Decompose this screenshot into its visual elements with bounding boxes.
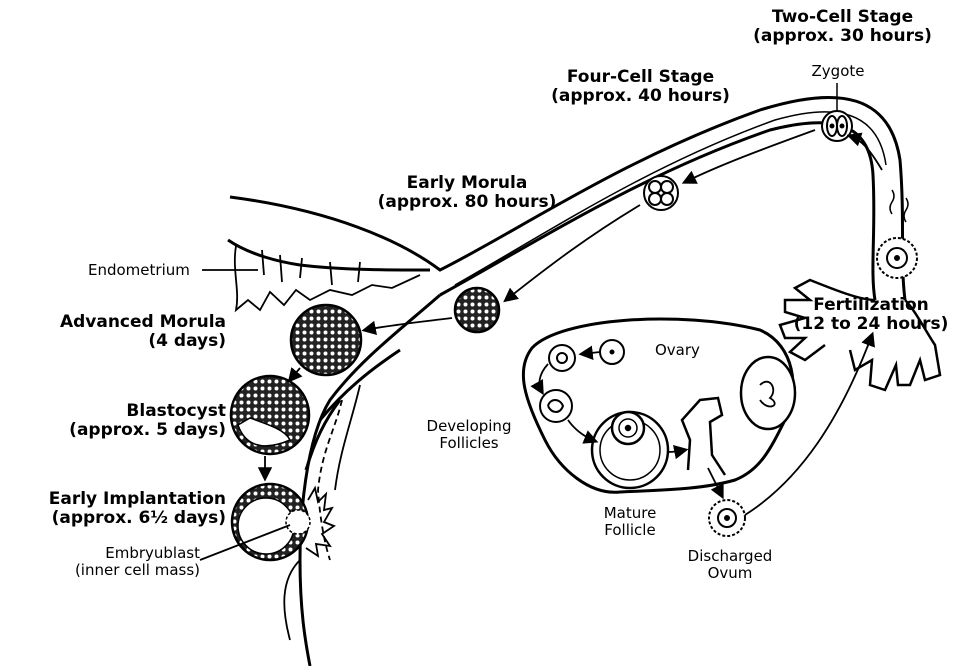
ruptured-follicle [682,398,725,475]
advanced-morula-label: Advanced Morula (4 days) [0,313,226,351]
developing-follicles-label: Developing Follicles [416,418,522,452]
early-morula-title: Early Morula [372,174,562,193]
early-implantation-time: (approx. 6½ days) [0,509,226,528]
early-implantation-title: Early Implantation [0,490,226,509]
fertilization-time: (12 to 24 hours) [778,315,964,334]
discharged-ovum-line1: Discharged [678,548,782,565]
developing-follicles-line2: Follicles [416,435,522,452]
early-morula-time: (approx. 80 hours) [372,193,562,212]
blastocyst-time: (approx. 5 days) [0,421,226,440]
early-morula-label: Early Morula (approx. 80 hours) [372,174,562,212]
early-morula [455,288,499,332]
four-cell-title: Four-Cell Stage [543,68,738,87]
fertilization-title: Fertilization [778,296,964,315]
two-cell-time: (approx. 30 hours) [745,27,940,46]
blastocyst-title: Blastocyst [0,402,226,421]
advanced-morula [291,305,361,375]
developing-follicles-line1: Developing [416,418,522,435]
discharged-ovum-label: Discharged Ovum [678,548,782,582]
mature-follicle [592,412,668,488]
advanced-morula-title: Advanced Morula [0,313,226,332]
discharged-ovum [709,500,745,536]
mature-follicle-label: Mature Follicle [590,505,670,539]
fertilization-label: Fertilization (12 to 24 hours) [778,296,964,334]
discharged-ovum-line2: Ovum [678,565,782,582]
four-cell-stage [644,176,678,210]
ovary-label: Ovary [655,342,700,359]
fertilized-ovum [877,190,917,278]
two-cell-title: Two-Cell Stage [745,8,940,27]
zygote-label: Zygote [800,63,876,80]
two-cell-stage-label: Two-Cell Stage (approx. 30 hours) [745,8,940,46]
corpus-luteum [741,357,795,429]
early-implantation-label: Early Implantation (approx. 6½ days) [0,490,226,528]
embryoblast-note: (inner cell mass) [0,562,200,579]
mature-follicle-line2: Follicle [590,522,670,539]
embryoblast-name: Embryublast [0,545,200,562]
embryoblast-label: Embryublast (inner cell mass) [0,545,200,579]
early-implantation [232,484,334,560]
endometrium-label: Endometrium [88,262,190,279]
blastocyst-label: Blastocyst (approx. 5 days) [0,402,226,440]
mature-follicle-line1: Mature [590,505,670,522]
four-cell-stage-label: Four-Cell Stage (approx. 40 hours) [543,68,738,106]
blastocyst [231,376,309,454]
developing-follicles [540,340,624,422]
four-cell-time: (approx. 40 hours) [543,87,738,106]
advanced-morula-time: (4 days) [0,332,226,351]
